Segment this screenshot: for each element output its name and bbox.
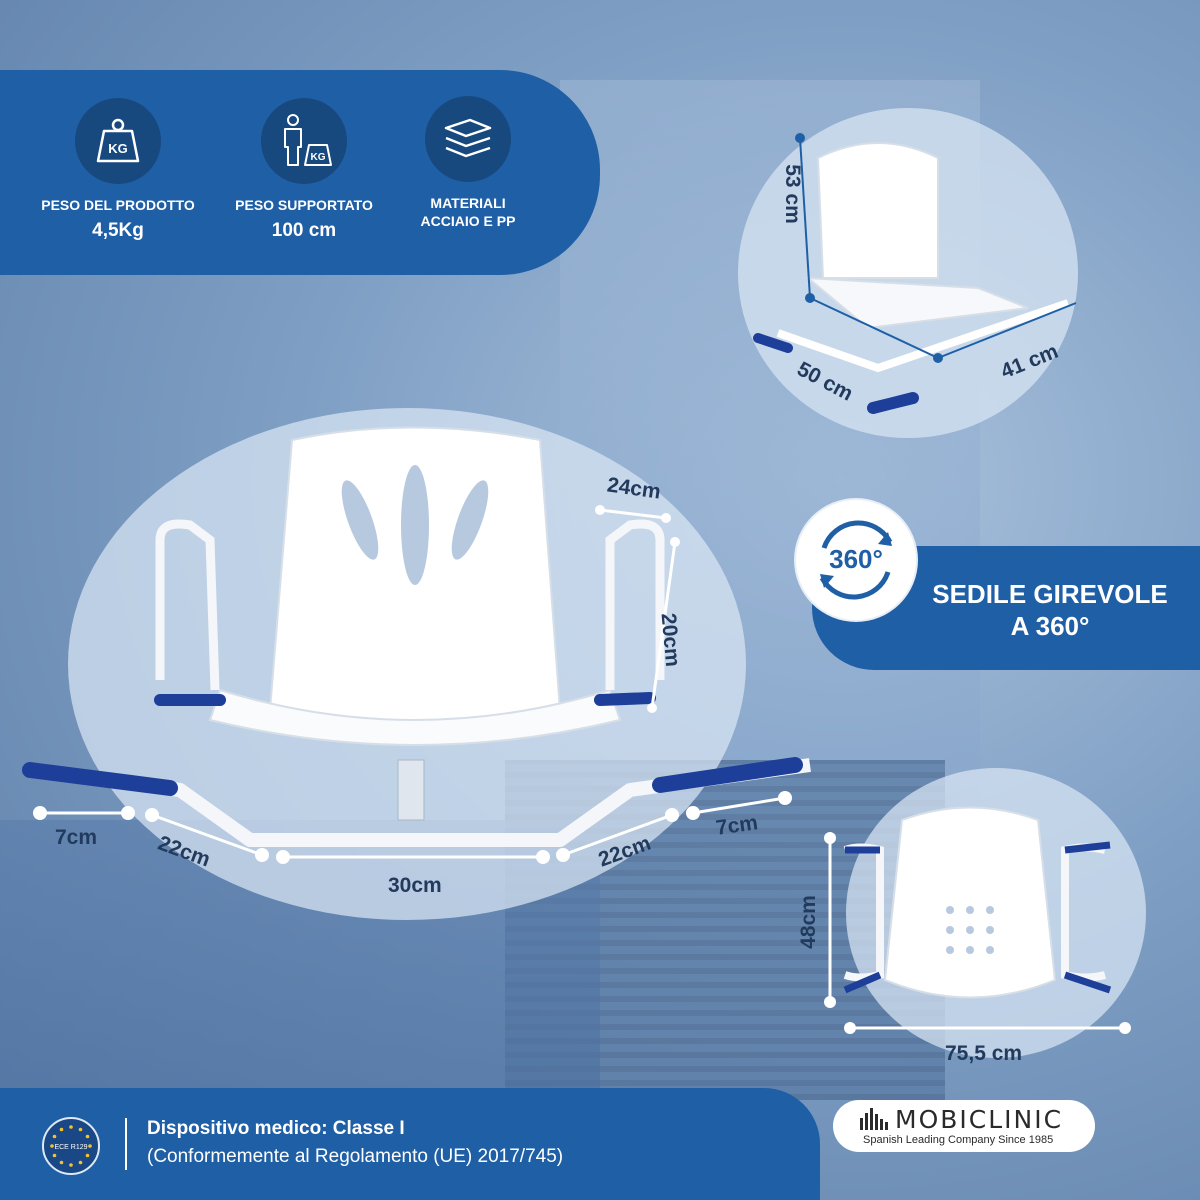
- top-view-dimension-lines: [824, 832, 1131, 1034]
- brand-tagline: Spanish Leading Company Since 1985: [863, 1134, 1054, 1146]
- spec-label: MATERIALI ACCIAIO E PP: [420, 195, 516, 229]
- chair-angled-illustration: [753, 133, 1077, 414]
- spec-product-weight: KG PESO DEL PRODOTTO 4,5Kg: [28, 98, 208, 242]
- footer-divider: [125, 1118, 127, 1170]
- dim-center-30: 30cm: [388, 874, 442, 897]
- svg-text:KG: KG: [108, 141, 128, 156]
- dim-height-53: 53 cm: [780, 164, 804, 224]
- medical-device-class: Dispositivo medico: Classe I: [147, 1118, 405, 1139]
- dim-handle-left-7: 7cm: [55, 826, 98, 849]
- weight-kg-icon: KG: [75, 98, 161, 184]
- brand-bars-icon: [860, 1108, 888, 1130]
- spec-value: 100 cm: [271, 220, 337, 241]
- svg-text:ECE R129: ECE R129: [54, 1144, 87, 1151]
- footer-banner: [0, 1088, 820, 1200]
- dim-depth-48: 48cm: [796, 895, 820, 949]
- svg-text:360°: 360°: [829, 544, 883, 574]
- rotate-360-icon: 360°: [796, 500, 916, 620]
- chair-top-illustration: [843, 806, 1112, 999]
- brand-name: MOBICLINIC: [895, 1105, 1064, 1134]
- eu-stars-badge-icon: ECE R129: [42, 1117, 100, 1175]
- spec-materials: MATERIALI ACCIAIO E PP: [378, 96, 558, 230]
- swivel-title: SEDILE GIREVOLE A 360°: [932, 579, 1168, 641]
- spec-supported-weight: KG PESO SUPPORTATO 100 cm: [214, 98, 394, 242]
- main-dimension-lines: [33, 505, 792, 864]
- dim-width-75-5: 75,5 cm: [945, 1042, 1023, 1065]
- chair-front-illustration: [22, 426, 811, 847]
- dim-arm-height-20: 20cm: [656, 612, 685, 668]
- spec-label: PESO DEL PRODOTTO: [41, 197, 195, 213]
- svg-text:KG: KG: [311, 152, 326, 163]
- regulation-note: (Conformemente al Regolamento (UE) 2017/…: [147, 1146, 564, 1167]
- person-weight-icon: KG: [261, 98, 347, 184]
- material-layers-icon: [425, 96, 511, 182]
- spec-value: 4,5Kg: [92, 220, 144, 241]
- spec-label: PESO SUPPORTATO: [235, 197, 373, 213]
